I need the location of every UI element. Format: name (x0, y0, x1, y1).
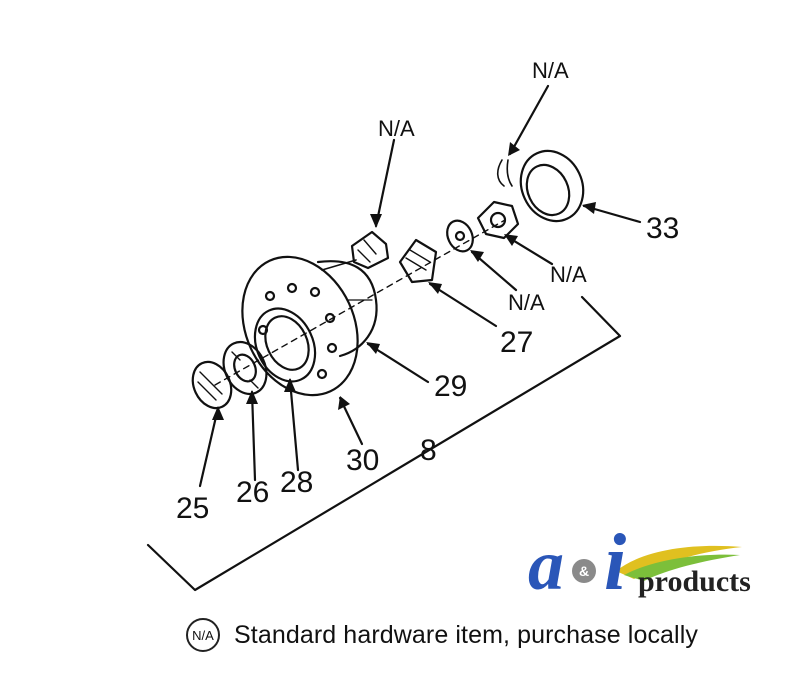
logo-letter-a: a (528, 525, 564, 605)
legend: N/A Standard hardware item, purchase loc… (186, 618, 698, 652)
outer-bearing-part (222, 341, 268, 395)
flat-washer-part (446, 219, 474, 253)
hub-flange-part (241, 255, 359, 397)
callout-na-top: N/A (532, 58, 569, 83)
arrow-na-bolt (370, 214, 382, 228)
arrow-30 (338, 396, 350, 410)
callout-26: 26 (236, 476, 269, 509)
callout-na-nut: N/A (550, 262, 587, 287)
arrow-25 (212, 406, 224, 420)
arrow-26 (246, 390, 258, 404)
legend-text: Standard hardware item, purchase locally (234, 620, 698, 649)
leader-28 (288, 378, 300, 472)
arrow-28 (284, 378, 296, 392)
callout-27: 27 (500, 326, 533, 359)
na-symbol-icon: N/A (186, 618, 220, 652)
logo-swoosh-icon (616, 545, 742, 581)
cone-washer-part (398, 238, 438, 284)
callout-na-washer: N/A (508, 290, 545, 315)
callout-28: 28 (280, 466, 313, 499)
leader-na-bolt (374, 138, 396, 228)
leader-29 (366, 342, 430, 384)
leader-26 (250, 390, 257, 482)
callout-33: 33 (646, 212, 679, 245)
callout-8: 8 (420, 434, 437, 467)
arrow-na-top (508, 142, 520, 156)
arrow-33 (582, 202, 596, 214)
callout-30: 30 (346, 444, 379, 477)
arrow-na-nut (504, 234, 518, 246)
stud-bolt-part (350, 230, 390, 270)
logo-ampersand-icon: & (572, 559, 596, 583)
leader-27 (428, 282, 498, 328)
hub-bore-part (253, 307, 317, 383)
grease-cap-part (519, 149, 585, 223)
arrow-29 (366, 342, 380, 354)
logo-products-text: products (638, 565, 751, 598)
arrow-na-washer (470, 250, 484, 262)
ai-products-logo: a & i products (528, 515, 768, 605)
arrow-27 (428, 282, 442, 294)
logo-letter-i: i (604, 519, 627, 607)
hub-body-part (316, 259, 378, 358)
castle-nut-part (476, 200, 520, 240)
callout-29: 29 (434, 370, 467, 403)
callout-na-bolt: N/A (378, 116, 415, 141)
leader-25 (198, 406, 220, 488)
leader-na-top (508, 84, 550, 156)
assembly-bracket (146, 295, 622, 592)
callout-25: 25 (176, 492, 209, 525)
cotter-pin-part (496, 159, 513, 187)
dust-cap-part (191, 360, 233, 410)
